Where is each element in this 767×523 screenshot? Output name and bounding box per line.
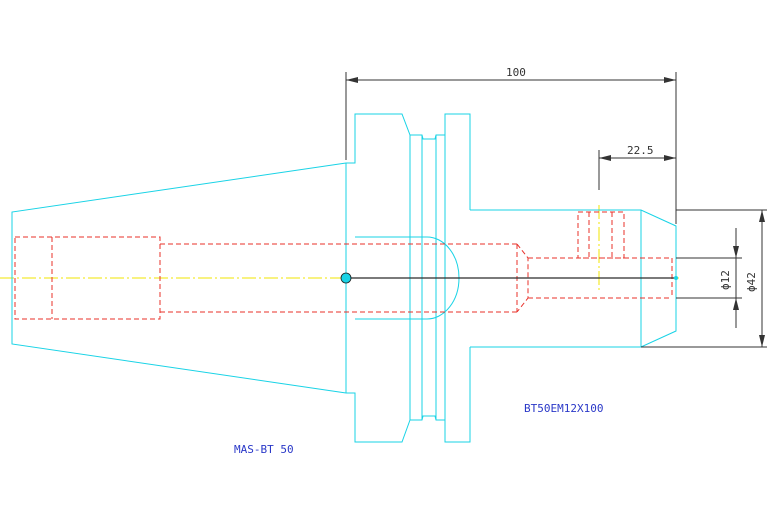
part-number-label: BT50EM12X100 bbox=[524, 402, 603, 415]
taper-shank bbox=[11, 162, 347, 394]
dimension-label-phi42: ϕ42 bbox=[745, 272, 758, 292]
dimension-outer-diameter: ϕ42 bbox=[641, 209, 767, 348]
origin-marker bbox=[340, 272, 352, 284]
end-point-marker bbox=[674, 276, 678, 280]
dimension-label-100: 100 bbox=[506, 66, 526, 79]
shank-type-label: MAS-BT 50 bbox=[234, 443, 294, 456]
hidden-bore-lines bbox=[14, 211, 673, 320]
dimension-label-phi12: ϕ12 bbox=[719, 270, 732, 290]
dimension-label-22-5: 22.5 bbox=[627, 144, 654, 157]
dimension-offset-length: 22.5 bbox=[598, 144, 676, 190]
dimension-overall-length: 100 bbox=[345, 66, 677, 224]
dimension-bore-diameter: ϕ12 bbox=[676, 228, 742, 328]
